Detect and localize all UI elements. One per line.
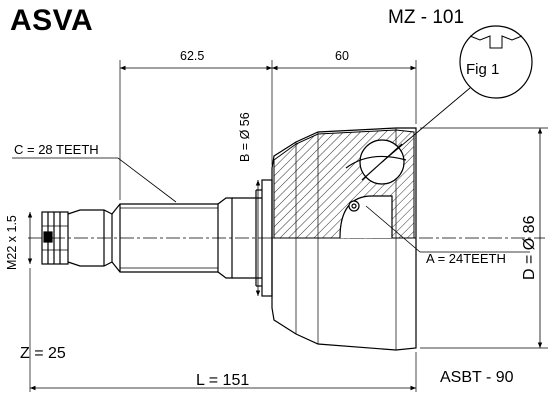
label-z-value: Z = 25 [20,345,66,362]
dimension-thread: M22 x 1.5 [5,215,19,270]
dimension-d-diameter: D = Ø 86 [521,215,538,280]
neck [67,209,113,267]
threaded-stub [41,211,69,265]
fig-leader [381,87,471,163]
dimension-top-right: 60 [335,49,349,63]
fig-callout-tab [469,35,523,49]
leader-a [365,205,530,253]
label-a-teeth: A = 24TEETH [426,251,506,266]
dimension-b-diameter: B = Ø 56 [238,112,252,162]
fig-callout-circle [459,25,533,99]
leader-c [12,157,177,203]
figure-label: Fig 1 [466,61,500,78]
label-c-teeth: C = 28 TEETH [14,142,99,157]
model-number: MZ - 101 [388,7,465,28]
dimension-length: L = 151 [196,372,250,389]
spline-shaft [111,203,219,273]
label-part-code: ASBT - 90 [440,369,514,386]
brand-logo: ASVA [10,4,94,37]
dimension-top-left: 62.5 [180,49,205,63]
